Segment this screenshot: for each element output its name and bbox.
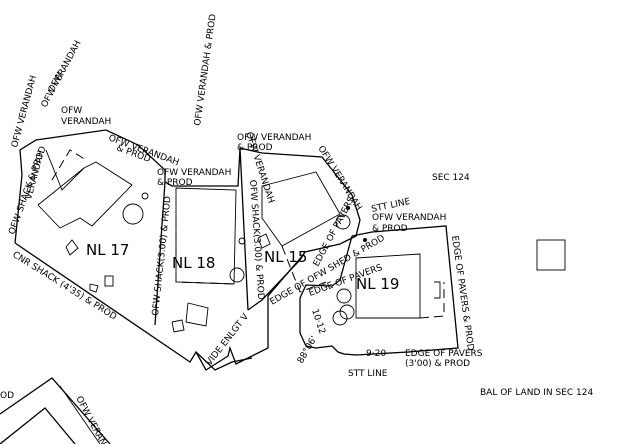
label-ofw-shack-3007: OFW SHACK(3.00) & PROD xyxy=(247,180,265,301)
nl15-feature xyxy=(257,233,271,249)
label-ofw-verandah-15: OFW VERANDAH xyxy=(237,133,311,143)
nl17-boundary xyxy=(14,129,361,371)
nl17-verandah xyxy=(45,149,85,191)
nl17-step xyxy=(65,239,79,256)
lot-label-nl18: NL 18 xyxy=(172,254,215,272)
vide-boundary xyxy=(195,351,253,371)
label-ofw-verandah-18: OFW VERANDAH xyxy=(157,168,231,178)
sec124-square xyxy=(536,239,566,271)
label-dim-1012: 10·12 xyxy=(309,308,326,336)
nl15-dashed xyxy=(281,245,327,293)
lower-left-inner xyxy=(59,385,101,444)
nl19-boundary xyxy=(299,225,459,356)
label-ofw-shack-300: OFW SHACK(3.00) & PROD xyxy=(151,196,174,317)
label-prod-19: & PROD xyxy=(372,224,408,234)
tree-nl18 xyxy=(229,267,245,283)
label-verandah-top: VERANDAH xyxy=(61,117,111,127)
label-ofw-verandah-left: OFW VERANDAH xyxy=(10,74,39,148)
label-edge-pavers-300: EDGE OF PAVERS xyxy=(405,349,483,359)
nl18-dashed xyxy=(175,218,237,285)
nl15-building xyxy=(261,171,341,247)
nl17-pit xyxy=(104,275,114,287)
nl15-boundary xyxy=(247,251,306,311)
nl17-building xyxy=(37,161,133,229)
nl19-post xyxy=(434,281,441,299)
label-300-prod: (3'00) & PROD xyxy=(405,359,470,369)
label-ofw-top: OFW xyxy=(61,106,82,116)
label-stt-line-bottom: STT LINE xyxy=(348,369,388,379)
buildings xyxy=(37,149,566,333)
label-ofw-verandah-19: OFW VERANDAH xyxy=(372,213,446,223)
tree-a xyxy=(336,288,352,304)
boundary-lines xyxy=(0,129,459,444)
label-ofw-shack-left: OFW SHACK & PROD xyxy=(7,145,48,236)
nl18-pit xyxy=(171,319,185,333)
label-prod-18: & PROD xyxy=(157,178,193,188)
label-corner-verandah: OFW VERANDA xyxy=(73,395,114,444)
post-nl18 xyxy=(238,237,246,245)
label-cnr-shack: CNR SHACK (4'35) & PROD xyxy=(10,250,118,323)
nl17-post xyxy=(89,283,99,293)
label-dim-920: 9·20 xyxy=(366,349,386,359)
label-bal-of-land: BAL OF LAND IN SEC 124 xyxy=(480,388,593,398)
circles xyxy=(122,192,367,326)
label-angle: 88°06' xyxy=(296,335,320,366)
label-ofw-verandah-prod-top: OFW VERANDAH & PROD xyxy=(193,13,219,126)
lot-label-nl17: NL 17 xyxy=(86,241,129,259)
label-sec124: SEC 124 xyxy=(432,173,470,183)
dot-nl19 xyxy=(363,238,367,242)
tree-c xyxy=(332,310,348,326)
lower-left-lot-2 xyxy=(0,407,76,444)
nl17-dashed xyxy=(51,149,87,181)
divider-18-15 xyxy=(239,147,249,311)
lower-left-lot xyxy=(0,377,111,444)
divider-17-18 xyxy=(154,181,166,326)
dot-nl15 xyxy=(346,206,350,210)
label-prod-15: & PROD xyxy=(237,143,273,153)
nl18-feature xyxy=(185,302,209,327)
lot-label-nl19: NL 19 xyxy=(356,275,399,293)
post-nl17 xyxy=(141,192,149,200)
nl19-dashed xyxy=(419,282,445,319)
tree-nl17 xyxy=(122,203,144,225)
tree-nl15 xyxy=(335,214,351,230)
label-ofw-verandah-right: OFW VERANDAH xyxy=(315,144,363,212)
lot-label-nl15: NL 15 xyxy=(264,248,307,266)
label-corner-od: OD xyxy=(0,391,14,401)
